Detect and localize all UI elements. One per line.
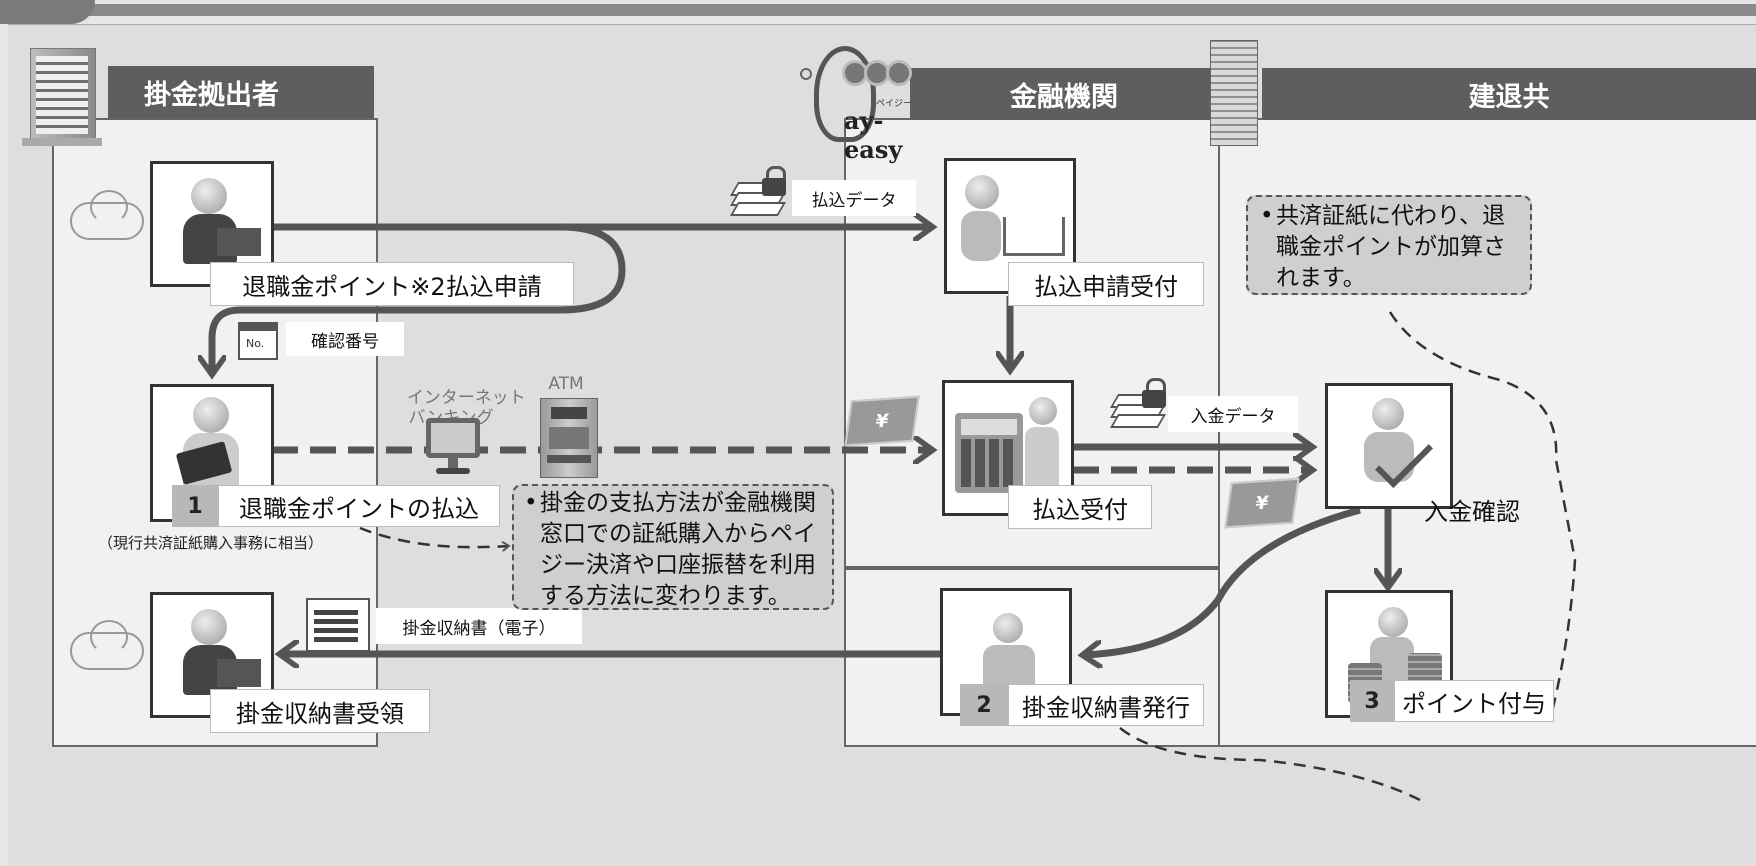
tag-receipt-electronic-label: 掛金収納書（電子） xyxy=(402,618,556,639)
document-icon xyxy=(306,598,370,652)
payeasy-logo: ペイジー ay-easy xyxy=(800,40,936,164)
tag-confirmation-no: 確認番号 xyxy=(286,322,404,356)
lock-data-icon xyxy=(1109,376,1170,430)
header-bank-label: 金融機関 xyxy=(1010,81,1118,113)
step-receipt-issue: 掛金収納書発行 xyxy=(1008,684,1204,726)
card-kentaikyo-check xyxy=(1325,383,1453,509)
tag-deposit-data: 入金データ xyxy=(1168,396,1298,432)
step-deposit-check-label: 入金確認 xyxy=(1424,497,1520,526)
note-current-process: （現行共済証紙購入事務に相当） xyxy=(98,534,324,552)
checkmark-person-icon xyxy=(1372,398,1404,430)
callout-bullet: • xyxy=(1260,203,1274,229)
step-receipt-issue-label: 掛金収納書発行 xyxy=(1022,693,1190,722)
kentaikyo-building-icon xyxy=(1204,34,1262,146)
dashed-callout-payment xyxy=(359,526,508,547)
callout-points-added: • 共済証紙に代わり、退職金ポイントが加算されます。 xyxy=(1246,195,1532,295)
yen-banknote-icon: ¥ xyxy=(1224,477,1300,529)
top-banner-bar xyxy=(60,4,1756,16)
header-contributor: 掛金拠出者 xyxy=(108,66,374,118)
step-point-number: 3 xyxy=(1350,680,1394,722)
lock-data-icon xyxy=(729,164,790,218)
coins-person-icon xyxy=(1378,607,1408,637)
yen-banknote-icon: ¥ xyxy=(844,395,920,447)
step-pay-label: 退職金ポイントの払込 xyxy=(239,494,479,523)
tag-receipt-electronic: 掛金収納書（電子） xyxy=(376,608,582,644)
step-apply: 退職金ポイント※2払込申請 xyxy=(210,262,574,306)
step-pay-received: 払込受付 xyxy=(1008,485,1152,529)
step-point-grant: ポイント付与 xyxy=(1394,680,1554,722)
no-badge-label: No. xyxy=(246,337,265,350)
writing-person-icon xyxy=(993,613,1023,643)
header-contributor-label: 掛金拠出者 xyxy=(144,79,279,111)
arrow-confirmation-loop xyxy=(212,223,626,372)
yen-symbol: ¥ xyxy=(1254,492,1270,514)
card-contributor-receipt xyxy=(150,592,274,718)
step-pay: 退職金ポイントの払込 xyxy=(218,485,500,527)
step-pay-number-label: 1 xyxy=(187,493,203,519)
office-building-icon xyxy=(22,38,102,146)
step-receipt-number: 2 xyxy=(960,684,1008,726)
dashed-callout-bottom xyxy=(1119,727,1421,802)
callout-payment-text: 掛金の支払方法が金融機関窓口での証紙購入からペイジー決済や口座振替を利用する方法… xyxy=(540,490,816,609)
person-laptop-icon xyxy=(191,178,227,214)
step-apply-label: 退職金ポイント※2払込申請 xyxy=(242,272,542,301)
tag-payment-data-label: 払込データ xyxy=(811,190,897,211)
step-receipt-received: 掛金収納書受領 xyxy=(210,689,430,733)
callout-bullet: • xyxy=(524,490,538,516)
step-pay-number: 1 xyxy=(172,485,218,527)
cloud-icon xyxy=(60,188,150,244)
top-banner-tab xyxy=(0,0,95,24)
payeasy-logo-text: ay-easy xyxy=(844,106,903,164)
step-apply-received-label: 払込申請受付 xyxy=(1034,272,1178,301)
callout-points-text: 共済証紙に代わり、退職金ポイントが加算されます。 xyxy=(1276,203,1506,291)
tag-payment-data: 払込データ xyxy=(792,180,916,216)
callout-payment-method: • 掛金の支払方法が金融機関窓口での証紙購入からペイジー決済や口座振替を利用する… xyxy=(512,484,834,610)
step-receipt-number-label: 2 xyxy=(976,692,992,718)
shopping-cart-icon xyxy=(965,175,999,209)
confirmation-number-icon: No. xyxy=(238,322,278,360)
step-point-number-label: 3 xyxy=(1364,688,1380,714)
tag-confirmation-no-label: 確認番号 xyxy=(311,331,379,352)
step-apply-received: 払込申請受付 xyxy=(1008,262,1204,306)
cloud-icon xyxy=(60,618,150,674)
tag-deposit-data-label: 入金データ xyxy=(1190,406,1276,427)
person-card-icon xyxy=(193,397,229,433)
atm-label-text: ATM xyxy=(548,374,584,394)
header-kentaikyo-label: 建退共 xyxy=(1468,81,1550,113)
step-deposit-check: 入金確認 xyxy=(1398,488,1546,530)
person-laptop-icon xyxy=(191,609,227,645)
monitor-icon xyxy=(420,418,486,476)
yen-symbol: ¥ xyxy=(874,410,890,432)
payeasy-kana: ペイジー xyxy=(876,99,913,109)
step-receipt-received-label: 掛金収納書受領 xyxy=(236,699,404,728)
header-bank: 金融機関 xyxy=(910,68,1218,120)
dashed-callout-points xyxy=(1388,311,1577,721)
atm-icon xyxy=(540,398,598,478)
header-kentaikyo: 建退共 xyxy=(1262,68,1756,120)
step-pay-received-label: 払込受付 xyxy=(1032,495,1128,524)
step-point-grant-label: ポイント付与 xyxy=(1402,689,1546,718)
arrow-receipt-curve xyxy=(1085,506,1361,655)
atm-label: ATM xyxy=(536,374,596,394)
